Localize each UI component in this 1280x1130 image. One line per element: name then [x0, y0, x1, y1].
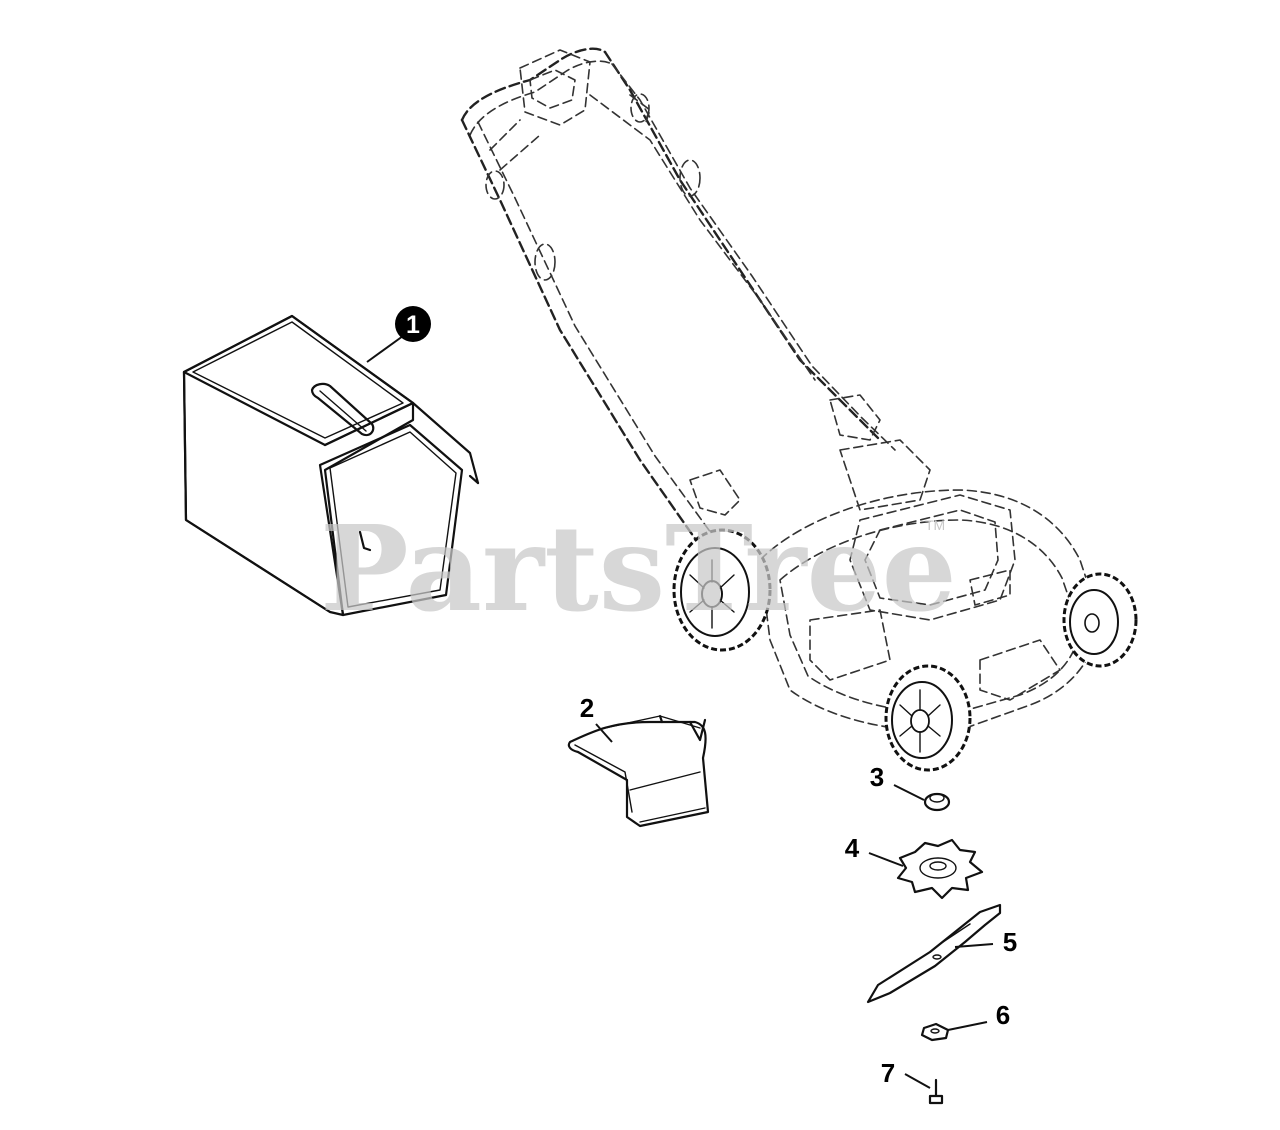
callout-1: 1 — [366, 306, 431, 363]
callout-4-label: 4 — [845, 833, 860, 863]
callout-3: 3 — [870, 762, 925, 801]
callout-5: 5 — [954, 927, 1017, 957]
callout-4: 4 — [845, 833, 904, 867]
mulch-plug — [567, 714, 710, 828]
grass-catcher-bag — [182, 314, 480, 617]
watermark-trademark: TM — [925, 517, 945, 533]
blade-adapter — [896, 838, 984, 900]
mower-rear-left-wheel — [672, 528, 772, 652]
blade-nut — [923, 792, 951, 812]
callout-6-label: 6 — [996, 1000, 1010, 1030]
callout-2: 2 — [580, 693, 613, 743]
callout-1-label: 1 — [406, 311, 420, 339]
watermark-text: PartsTree — [320, 499, 957, 638]
callout-3-label: 3 — [870, 762, 884, 792]
blade-bolt — [928, 1078, 944, 1105]
callout-2-label: 2 — [580, 693, 594, 723]
mower-blade — [866, 903, 1002, 1004]
mower-reference-drawing — [460, 47, 1138, 772]
mower-rear-right-wheel — [1062, 572, 1138, 668]
washer — [920, 1022, 950, 1042]
callout-7-label: 7 — [881, 1058, 895, 1088]
callout-7: 7 — [881, 1058, 931, 1089]
callout-6: 6 — [947, 1000, 1010, 1031]
mower-front-wheel — [884, 664, 972, 772]
watermark: PartsTree TM — [320, 499, 957, 638]
callout-5-label: 5 — [1003, 927, 1017, 957]
